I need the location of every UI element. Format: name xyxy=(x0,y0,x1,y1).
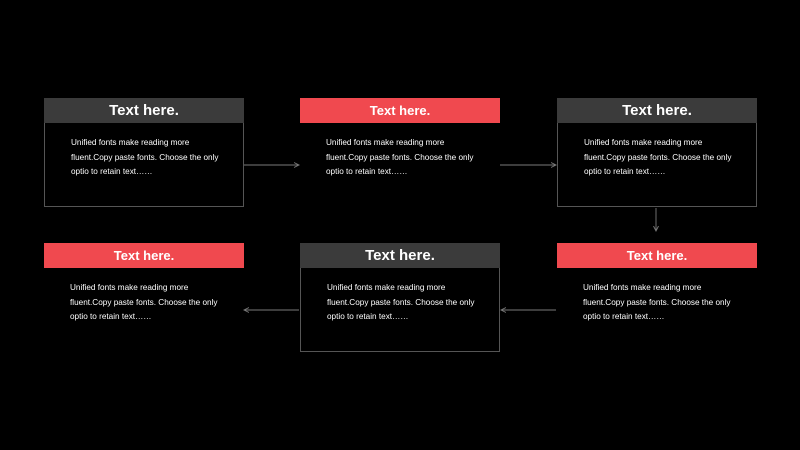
step-3-body: Unified fonts make reading more fluent.C… xyxy=(557,123,757,207)
step-4-body: Unified fonts make reading more fluent.C… xyxy=(583,283,731,322)
step-5: Text here. Unified fonts make reading mo… xyxy=(300,243,500,352)
step-2-header: Text here. xyxy=(300,98,500,123)
step-1-body: Unified fonts make reading more fluent.C… xyxy=(44,123,244,207)
step-3: Text here. Unified fonts make reading mo… xyxy=(557,98,757,207)
step-5-body: Unified fonts make reading more fluent.C… xyxy=(300,268,500,352)
step-6: Text here. Unified fonts make reading mo… xyxy=(44,243,244,352)
step-4-header: Text here. xyxy=(557,243,757,268)
step-1: Text here. Unified fonts make reading mo… xyxy=(44,98,244,207)
step-6-header: Text here. xyxy=(44,243,244,268)
step-6-body: Unified fonts make reading more fluent.C… xyxy=(70,283,218,322)
step-2-body: Unified fonts make reading more fluent.C… xyxy=(326,138,474,177)
step-5-header: Text here. xyxy=(300,243,500,268)
step-1-header: Text here. xyxy=(44,98,244,123)
step-2: Text here. Unified fonts make reading mo… xyxy=(300,98,500,207)
step-3-header: Text here. xyxy=(557,98,757,123)
step-4: Text here. Unified fonts make reading mo… xyxy=(557,243,757,352)
